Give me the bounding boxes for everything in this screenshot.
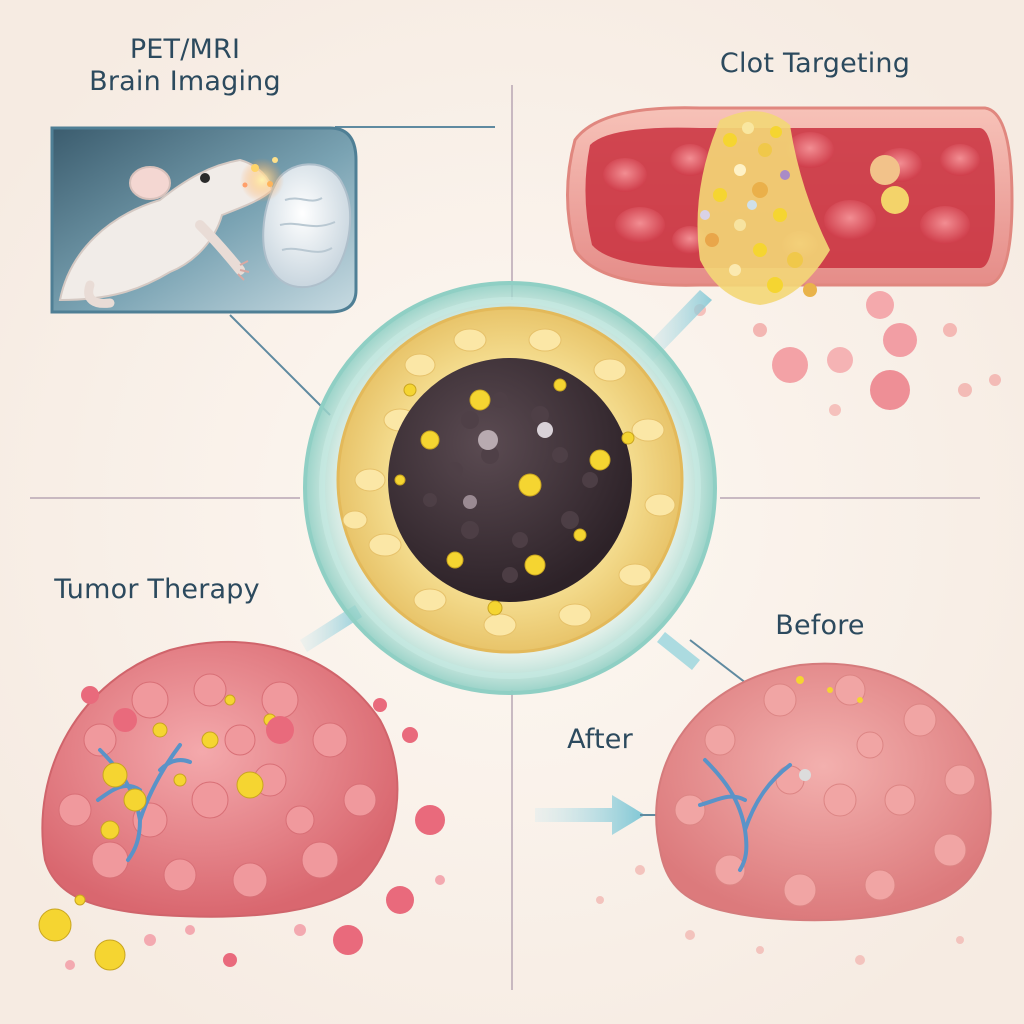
label-tumor-therapy: Tumor Therapy — [54, 574, 260, 605]
label-clot-targeting: Clot Targeting — [719, 48, 911, 79]
tumor-before-therapy — [38, 640, 445, 971]
red-blood-cells — [603, 132, 980, 259]
label-pet-mri: PET/MRI — [129, 34, 241, 65]
clot-cluster — [697, 111, 830, 305]
released-cells — [694, 291, 1001, 416]
brain-icon — [262, 163, 352, 289]
mouse-icon — [58, 158, 274, 308]
central-nanoparticle — [303, 281, 717, 695]
label-pet-mri-brain-imaging: PET/MRI Brain Imaging — [60, 34, 310, 98]
label-before: Before — [775, 610, 865, 641]
blood-vessel — [566, 106, 1014, 416]
label-brain-imaging: Brain Imaging — [89, 66, 281, 97]
imaging-panel — [50, 126, 358, 416]
tumor-after-therapy — [596, 662, 992, 965]
yellow-particles — [394, 378, 635, 616]
label-after: After — [567, 724, 633, 755]
